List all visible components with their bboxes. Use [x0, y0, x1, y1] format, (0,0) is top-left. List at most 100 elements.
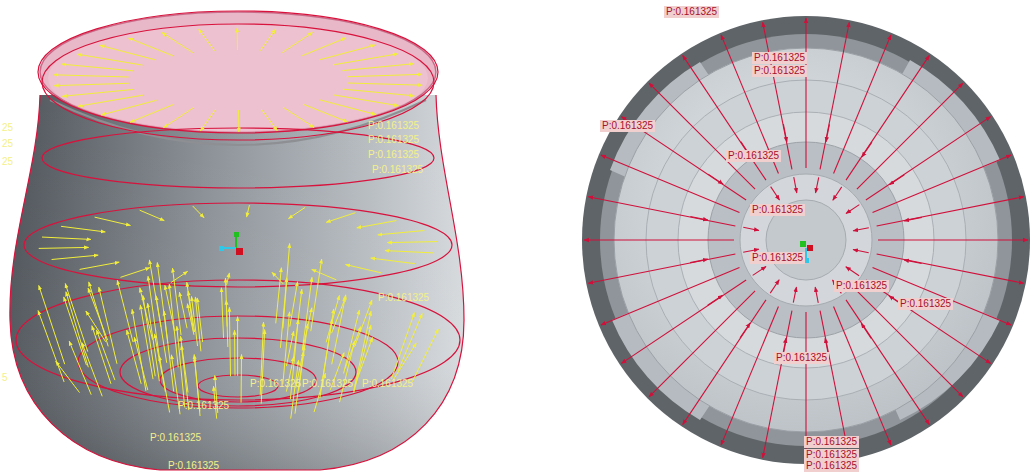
pressure-arrow — [88, 288, 108, 340]
pressure-arrow — [398, 314, 422, 371]
pressure-arrow — [344, 310, 360, 373]
pressure-arrow — [311, 259, 322, 331]
pressure-arrow — [805, 18, 806, 168]
pressure-arrow — [280, 278, 286, 348]
pressure-arrow — [326, 213, 355, 223]
pressure-arrow — [708, 295, 723, 305]
pressure-arrow — [195, 297, 201, 351]
pressure-arrow — [100, 45, 156, 60]
pressure-arrow — [601, 155, 740, 212]
pressure-value-label: 25 — [2, 138, 13, 150]
pressure-arrow — [846, 300, 929, 425]
pressure-arrow — [312, 269, 337, 279]
pressure-value-label: P:0.161325 — [168, 460, 219, 472]
pressure-arrow — [355, 300, 372, 347]
pressure-arrow — [241, 354, 242, 402]
pressure-value-label: P:0.161325 — [726, 150, 781, 162]
pressure-arrow — [54, 83, 129, 85]
pressure-arrow — [412, 329, 438, 382]
pressure-arrow — [743, 227, 759, 230]
pressure-arrow — [130, 104, 174, 122]
pressure-arrow — [127, 330, 142, 384]
pressure-arrow — [290, 282, 298, 327]
pot-body — [10, 12, 464, 470]
pressure-arrow — [588, 254, 735, 283]
pressure-arrow — [39, 247, 89, 248]
pressure-value-label: P:0.161325 — [250, 378, 301, 390]
lid-top-view — [582, 16, 1030, 464]
pressure-arrow — [853, 250, 869, 253]
pressure-arrow — [261, 109, 277, 130]
pressure-arrow — [683, 300, 766, 425]
pressure-value-label: 5 — [2, 372, 8, 384]
pressure-arrow — [302, 38, 346, 56]
pressure-arrow — [857, 83, 963, 189]
pressure-arrow — [193, 206, 204, 218]
pressure-arrow — [649, 291, 755, 397]
pressure-arrow — [378, 230, 425, 234]
pressure-arrow — [347, 74, 422, 76]
pressure-arrow — [52, 255, 99, 259]
pressure-arrow — [288, 207, 305, 218]
pressure-arrow — [234, 330, 235, 375]
pressure-arrow — [148, 276, 160, 360]
pressure-arrow — [866, 280, 991, 363]
pressure-arrow — [179, 292, 187, 328]
pressure-arrow — [846, 205, 859, 214]
pressure-arrow — [276, 268, 282, 324]
pressure-arrow — [164, 107, 194, 127]
pressure-value-label: 25 — [2, 156, 13, 168]
pressure-arrow — [334, 95, 399, 106]
pressure-arrow — [320, 100, 376, 115]
pressure-value-label: P:0.161325 — [664, 6, 719, 18]
pressure-value-label: 25 — [2, 122, 13, 134]
pressure-value-label: P:0.161325 — [378, 292, 429, 304]
pressure-arrow — [342, 64, 413, 71]
pressure-arrow — [80, 262, 120, 269]
pressure-arrow — [282, 32, 312, 52]
pressure-value-label: P:0.161325 — [150, 432, 201, 444]
pressure-arrow — [283, 107, 314, 127]
pressure-arrow — [332, 295, 346, 364]
pressure-arrow — [333, 54, 398, 65]
pressure-arrow — [371, 258, 415, 264]
pressure-arrow — [260, 29, 275, 51]
pressure-arrow — [42, 237, 91, 239]
pressure-arrow — [783, 124, 786, 142]
pressure-arrow — [391, 313, 414, 379]
pressure-arrow — [237, 28, 238, 50]
pressure-arrow — [221, 288, 223, 338]
load-region-outline — [10, 11, 464, 470]
pressure-arrow — [343, 89, 414, 96]
pressure-arrow — [227, 273, 230, 285]
pressure-arrows — [38, 28, 438, 419]
pressure-value-label: P:0.161325 — [774, 352, 829, 364]
pressure-arrow — [347, 83, 422, 85]
pressure-arrow — [834, 35, 891, 174]
pressure-value-label: P:0.161325 — [750, 252, 805, 264]
pressure-arrow — [763, 22, 792, 169]
pressure-arrow — [38, 311, 64, 382]
pressure-arrow — [143, 295, 155, 376]
pressure-arrow — [229, 307, 230, 376]
pressure-arrow — [302, 277, 312, 350]
pressure-arrow — [78, 95, 143, 106]
pressure-arrow — [54, 75, 129, 77]
pressure-arrow — [82, 343, 102, 397]
pressure-arrow — [904, 217, 922, 220]
pressure-arrow — [129, 38, 173, 56]
pressure-arrow — [721, 307, 778, 446]
pressure-arrow — [247, 205, 250, 217]
pressure-arrow — [649, 83, 755, 189]
pressure-arrow — [793, 287, 796, 303]
pressure-arrow — [815, 287, 818, 303]
pressure-value-label: P:0.161325 — [302, 378, 353, 390]
pressure-arrow — [62, 89, 133, 96]
pressure-value-label: P:0.161325 — [362, 378, 413, 390]
pressure-value-label: P:0.161325 — [178, 400, 229, 412]
pressure-arrow — [77, 54, 142, 65]
pressure-arrow — [120, 268, 149, 278]
pressure-arrow — [584, 239, 734, 240]
pressure-arrow — [237, 317, 238, 376]
